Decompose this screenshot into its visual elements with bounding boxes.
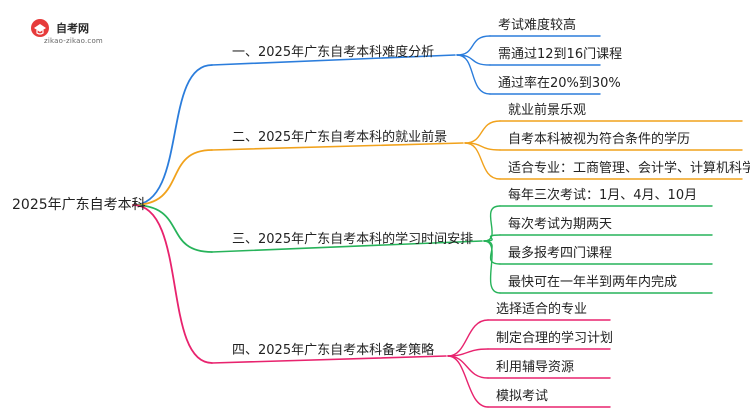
root-topic: 2025年广东自考本科 xyxy=(12,197,146,213)
leaf-label: 利用辅导资源 xyxy=(496,360,575,375)
child-connector xyxy=(447,355,489,379)
leaf-label: 每次考试为期两天 xyxy=(508,217,613,232)
branch-underline xyxy=(211,355,447,364)
branch-connector xyxy=(132,64,213,206)
leaf-label: 自考本科被视为符合条件的学历 xyxy=(508,132,691,147)
child-connector xyxy=(447,355,489,408)
child-connector xyxy=(447,319,489,357)
branch-underline xyxy=(211,142,464,151)
leaf-label: 就业前景乐观 xyxy=(508,103,587,118)
branch-connector xyxy=(132,204,213,253)
branch-connector xyxy=(132,204,213,364)
leaf-label: 考试难度较高 xyxy=(498,18,577,33)
leaf-label: 每年三次考试：1月、4月、10月 xyxy=(508,188,698,203)
child-connector xyxy=(456,54,491,95)
child-connector xyxy=(456,35,491,56)
leaf-label: 最快可在一年半到两年内完成 xyxy=(508,275,678,290)
branch-connector xyxy=(132,149,213,206)
branch-label: 四、2025年广东自考本科备考策略 xyxy=(232,343,435,358)
logo-url: zikao-zikao.com xyxy=(44,37,103,45)
leaf-label: 选择适合的专业 xyxy=(496,302,588,317)
leaf-label: 模拟考试 xyxy=(496,389,549,404)
leaf-label: 需通过12到16门课程 xyxy=(498,47,623,62)
leaf-label: 通过率在20%到30% xyxy=(498,76,621,91)
branch-label: 一、2025年广东自考本科难度分析 xyxy=(232,45,435,60)
child-connector xyxy=(483,205,501,242)
leaf-label: 制定合理的学习计划 xyxy=(496,331,614,346)
logo-name: 自考网 xyxy=(56,22,89,35)
branch-underline xyxy=(211,54,456,66)
child-connector xyxy=(483,240,501,294)
branch-label: 三、2025年广东自考本科的学习时间安排 xyxy=(232,232,474,247)
branch-label: 二、2025年广东自考本科的就业前景 xyxy=(232,130,448,145)
child-connector xyxy=(464,120,501,144)
leaf-label: 最多报考四门课程 xyxy=(508,246,613,261)
leaf-label: 适合专业：工商管理、会计学、计算机科学 xyxy=(508,161,750,176)
branch-underline xyxy=(211,240,483,253)
logo-icon xyxy=(31,19,49,37)
child-connector xyxy=(464,142,501,180)
